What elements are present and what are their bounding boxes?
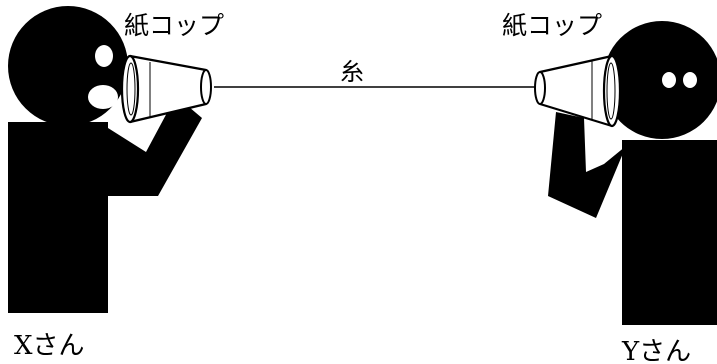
person-y-eye-left <box>662 72 676 88</box>
cup-right-icon <box>534 54 622 128</box>
person-x-body <box>8 122 108 313</box>
person-x-head <box>8 6 128 126</box>
cup-left-label: 紙コップ <box>124 11 224 40</box>
cup-right-label: 紙コップ <box>502 11 602 40</box>
person-y-arm <box>548 112 626 218</box>
person-x-figure <box>8 6 202 313</box>
person-y-body <box>622 140 717 325</box>
person-y-head <box>603 21 717 139</box>
person-x-eye <box>95 45 113 67</box>
cup-left-icon <box>120 54 212 124</box>
person-y-label: Yさん <box>621 337 691 364</box>
person-y-figure <box>548 21 717 325</box>
person-x-label: Xさん <box>14 331 85 361</box>
person-x-mouth <box>88 85 118 109</box>
string-label: 糸 <box>340 58 364 86</box>
person-y-eye-right <box>683 72 697 88</box>
person-x-arm <box>108 96 202 196</box>
